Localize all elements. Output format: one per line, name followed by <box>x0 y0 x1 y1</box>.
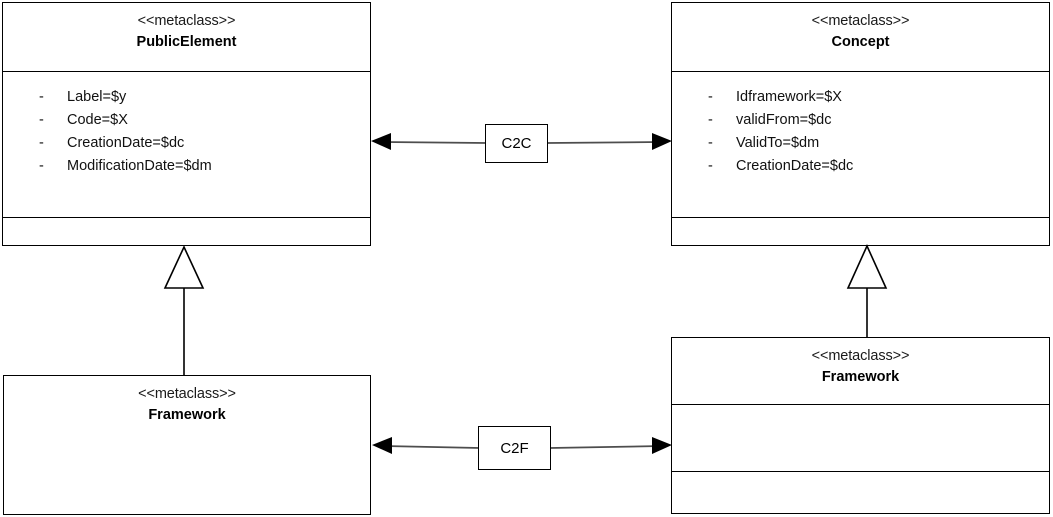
list-item: - ValidTo=$dm <box>672 132 1049 155</box>
association-label-c2f-text: C2F <box>500 439 529 457</box>
attribute-text: ModificationDate=$dm <box>67 158 212 174</box>
class-concept-attributes: - Idframework=$X - validFrom=$dc - Valid… <box>672 71 1049 217</box>
attribute-text: Code=$X <box>67 112 128 128</box>
attribute-list: - Label=$y - Code=$X - CreationDate=$dc … <box>3 72 370 178</box>
class-public-element[interactable]: <<metaclass>> PublicElement - Label=$y -… <box>2 2 371 246</box>
association-label-c2c-text: C2C <box>501 135 532 152</box>
attribute-visibility: - <box>708 112 713 128</box>
class-framework-right-name: Framework <box>821 369 900 385</box>
class-framework-right-operations <box>672 471 1049 513</box>
class-framework-right-header: <<metaclass>> Framework <box>672 338 1049 404</box>
class-framework-left-name: Framework <box>148 407 226 423</box>
attribute-text: Label=$y <box>67 89 127 105</box>
attribute-visibility: - <box>39 158 44 174</box>
attribute-text: Idframework=$X <box>736 89 842 105</box>
c2c-line-left <box>382 141 488 144</box>
c2f-arrowhead-left <box>372 437 392 454</box>
c2c-line-right <box>546 141 663 144</box>
list-item: - validFrom=$dc <box>672 109 1049 132</box>
class-framework-right-stereotype: <<metaclass>> <box>811 348 910 364</box>
class-framework-left-header: <<metaclass>> Framework <box>4 376 370 513</box>
class-framework-right[interactable]: <<metaclass>> Framework <box>671 337 1050 514</box>
attribute-list: - Idframework=$X - validFrom=$dc - Valid… <box>672 72 1049 178</box>
attribute-text: ValidTo=$dm <box>736 135 820 151</box>
class-public-element-stereotype: <<metaclass>> <box>137 13 236 29</box>
c2f-arrowhead-right <box>652 437 672 454</box>
attribute-visibility: - <box>708 89 713 105</box>
class-framework-right-attributes <box>672 404 1049 471</box>
c2f-line-right <box>549 445 663 449</box>
c2f-line-left <box>383 445 481 449</box>
class-public-element-operations <box>3 217 370 244</box>
generalization-right-triangle <box>846 244 888 289</box>
attribute-visibility: - <box>39 135 44 151</box>
list-item: - CreationDate=$dc <box>672 155 1049 178</box>
association-label-c2c[interactable]: C2C <box>485 124 548 163</box>
attribute-text: CreationDate=$dc <box>736 158 854 174</box>
attribute-visibility: - <box>708 135 713 151</box>
list-item: - Idframework=$X <box>672 86 1049 109</box>
class-concept-header: <<metaclass>> Concept <box>672 3 1049 71</box>
attribute-text: validFrom=$dc <box>736 112 832 128</box>
generalization-left-triangle <box>163 245 205 289</box>
class-concept[interactable]: <<metaclass>> Concept - Idframework=$X -… <box>671 2 1050 246</box>
attribute-visibility: - <box>39 89 44 105</box>
class-public-element-header: <<metaclass>> PublicElement <box>3 3 370 71</box>
class-public-element-name: PublicElement <box>136 34 237 50</box>
class-concept-name: Concept <box>831 34 890 50</box>
c2c-arrowhead-left <box>371 133 391 150</box>
c2c-arrowhead-right <box>652 133 672 150</box>
attribute-visibility: - <box>708 158 713 174</box>
class-public-element-attributes: - Label=$y - Code=$X - CreationDate=$dc … <box>3 71 370 217</box>
attribute-text: CreationDate=$dc <box>67 135 185 151</box>
class-framework-left-stereotype: <<metaclass>> <box>138 386 236 402</box>
list-item: - Code=$X <box>3 109 370 132</box>
list-item: - ModificationDate=$dm <box>3 155 370 178</box>
attribute-visibility: - <box>39 112 44 128</box>
class-concept-operations <box>672 217 1049 244</box>
list-item: - CreationDate=$dc <box>3 132 370 155</box>
list-item: - Label=$y <box>3 86 370 109</box>
class-framework-left[interactable]: <<metaclass>> Framework <box>3 375 371 515</box>
association-label-c2f[interactable]: C2F <box>478 426 551 470</box>
class-concept-stereotype: <<metaclass>> <box>811 13 910 29</box>
